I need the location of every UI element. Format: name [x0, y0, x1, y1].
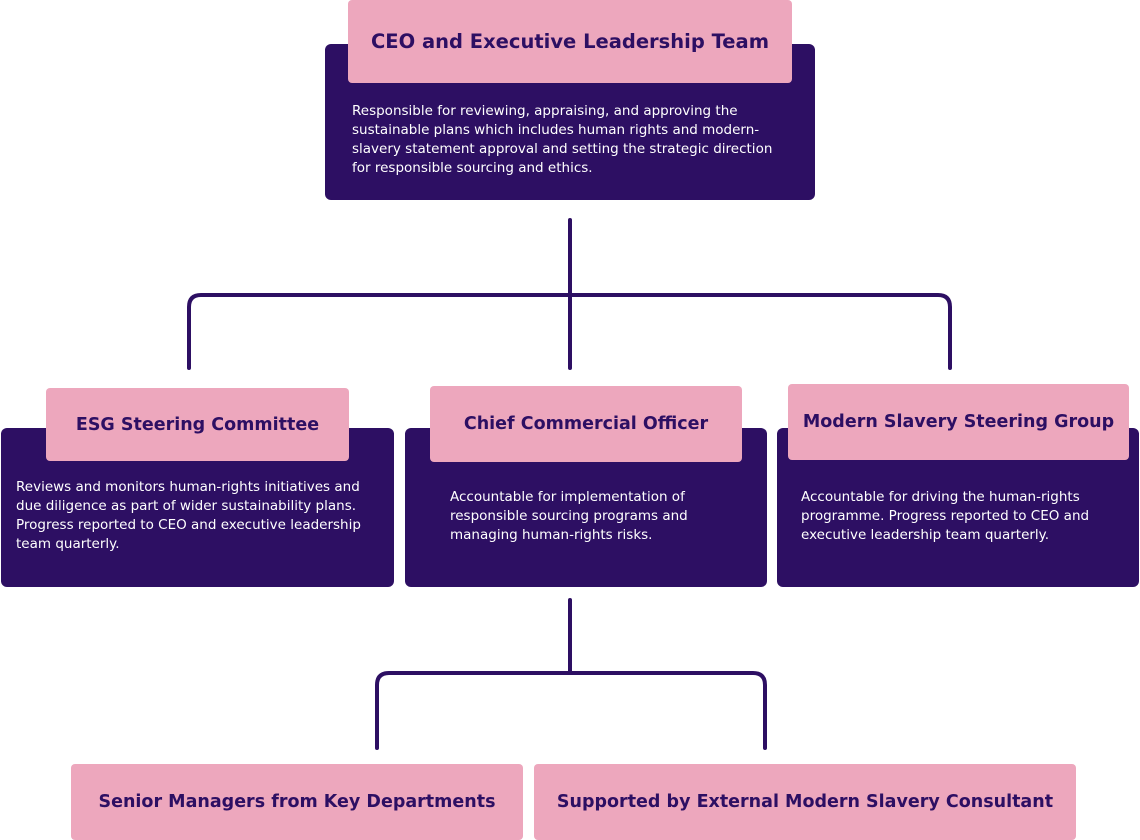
consultant-title: Supported by External Modern Slavery Con… [556, 792, 1054, 812]
ceo-title-box: CEO and Executive Leadership Team [348, 0, 792, 83]
cco-title: Chief Commercial Officer [463, 414, 709, 434]
msg-title-box: Modern Slavery Steering Group [788, 384, 1129, 460]
esg-description: Reviews and monitors human-rights initia… [16, 479, 361, 552]
ceo-title: CEO and Executive Leadership Team [370, 30, 770, 53]
consultant-box: Supported by External Modern Slavery Con… [534, 764, 1076, 840]
level3-bracket-connector [375, 671, 767, 750]
msg-description: Accountable for driving the human-rights… [801, 489, 1090, 543]
level2-bracket-connector [187, 293, 952, 370]
cco-title-box: Chief Commercial Officer [430, 386, 742, 462]
senior-managers-box: Senior Managers from Key Departments [71, 764, 523, 840]
senior-managers-title: Senior Managers from Key Departments [98, 792, 496, 812]
esg-title-box: ESG Steering Committee [46, 388, 349, 461]
msg-title: Modern Slavery Steering Group [802, 412, 1115, 432]
cco-description: Accountable for implementation of respon… [450, 489, 688, 543]
esg-title: ESG Steering Committee [75, 414, 320, 435]
ceo-description: Responsible for reviewing, appraising, a… [352, 103, 773, 176]
